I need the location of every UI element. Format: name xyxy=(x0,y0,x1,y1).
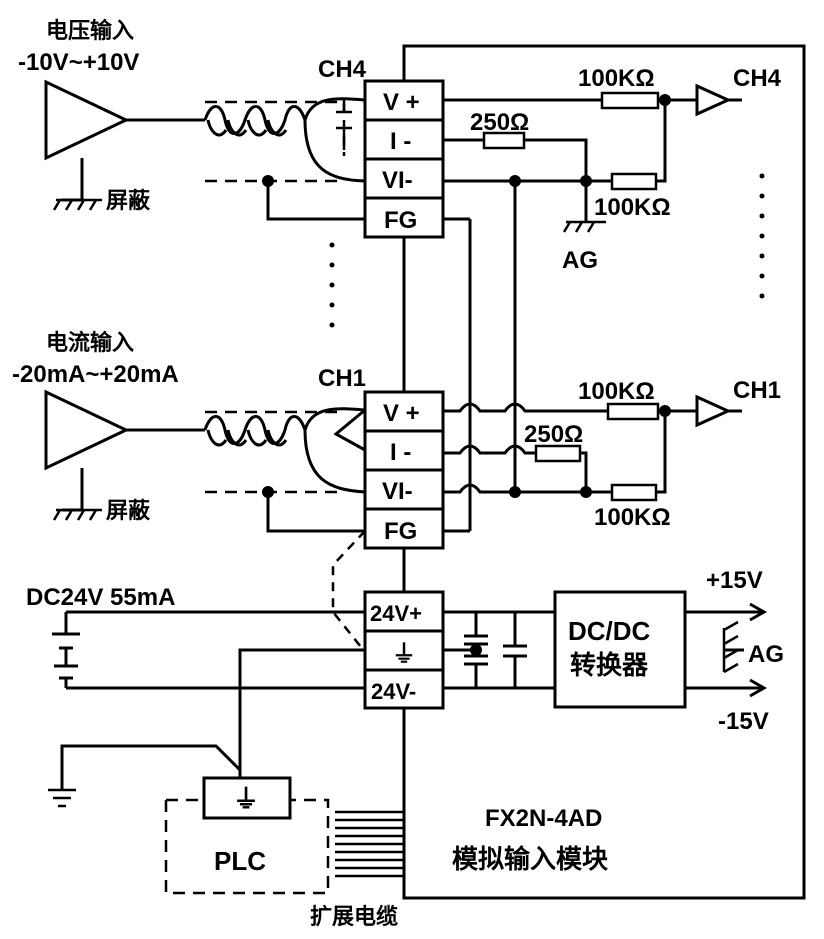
ch4-r-ground xyxy=(610,172,658,191)
ch4-terminal-vplus: V + xyxy=(383,89,420,116)
ch1-label: CH1 xyxy=(318,365,366,392)
voltage-input-title: 电压输入 xyxy=(46,18,134,43)
dc-supply-label: DC24V 55mA xyxy=(26,584,175,611)
ch1-twisted-pair xyxy=(203,407,366,494)
shield-label-ch1: 屏蔽 xyxy=(106,498,151,523)
ch4-terminal-viminus: VI- xyxy=(382,167,413,194)
ch1-r-series xyxy=(606,402,660,421)
ch1-terminal-fg: FG xyxy=(384,518,417,545)
ch4-out-label: CH4 xyxy=(733,65,782,92)
module-outline xyxy=(402,44,806,900)
ch1-r-series-label: 100KΩ xyxy=(578,378,655,405)
ch1-terminal-block: V + I - VI- FG xyxy=(363,390,445,550)
ch4-r-series-label: 100KΩ xyxy=(578,65,655,92)
extension-cable xyxy=(335,810,404,878)
dcdc-converter: DC/DC 转换器 xyxy=(553,590,687,709)
current-input-title: 电流输入 xyxy=(46,330,134,355)
ch1-r-shunt xyxy=(534,444,582,463)
power-outputs: +15V -15V AG xyxy=(685,567,784,735)
dcdc-label-line2: 转换器 xyxy=(570,650,649,680)
dc-supply-battery xyxy=(52,612,80,688)
ch1-source: 屏蔽 xyxy=(44,389,205,523)
ext-cable-label: 扩展电缆 xyxy=(310,904,398,929)
plc-block: ⏚ PLC xyxy=(164,776,330,895)
ch1-circuit: 100KΩ CH1 250Ω 100KΩ xyxy=(443,377,781,531)
ch4-r-ground-label: 100KΩ xyxy=(594,194,671,221)
module-desc: 模拟输入模块 xyxy=(452,844,608,874)
ch4-twisted-pair xyxy=(203,97,366,183)
ch4-terminal-block: V + I - VI- FG xyxy=(363,79,445,239)
dcdc-label-line1: DC/DC xyxy=(568,616,651,646)
ch1-r-shunt-label: 250Ω xyxy=(524,421,583,448)
shield-label-ch4: 屏蔽 xyxy=(106,188,151,213)
ch4-circuit: 100KΩ CH4 250Ω 100KΩ AG xyxy=(443,65,782,274)
power-terminal-24vplus: 24V+ xyxy=(370,601,422,626)
plc-label: PLC xyxy=(214,846,266,876)
ag-label-power: AG xyxy=(748,641,784,668)
ellipsis-right xyxy=(759,173,765,299)
ch4-terminal-iminus: I - xyxy=(390,128,411,155)
power-terminal-block: 24V+ ⏚ 24V- xyxy=(363,590,445,710)
ch4-r-shunt-label: 250Ω xyxy=(470,109,529,136)
ellipsis-left xyxy=(329,242,335,328)
ch1-terminal-vplus: V + xyxy=(383,400,420,427)
ch4-source: 屏蔽 xyxy=(44,79,205,213)
plc-ground-symbol: ⏚ xyxy=(233,784,259,814)
ch1-terminal-iminus: I - xyxy=(390,439,411,466)
ch1-terminal-viminus: VI- xyxy=(382,478,413,505)
plus15-label: +15V xyxy=(706,567,763,594)
ch1-r-ground xyxy=(610,483,658,502)
ch4-ag-label: AG xyxy=(562,247,598,274)
power-terminal-ground: ⏚ xyxy=(392,641,416,668)
ch4-label: CH4 xyxy=(318,56,367,83)
module-name: FX2N-4AD xyxy=(485,805,602,832)
ch4-r-series xyxy=(600,91,660,110)
power-filter-caps xyxy=(443,610,555,690)
ch1-out-label: CH1 xyxy=(733,377,781,404)
ch4-terminal-fg: FG xyxy=(384,207,417,234)
ch1-r-ground-label: 100KΩ xyxy=(594,504,671,531)
power-terminal-24vminus: 24V- xyxy=(371,679,416,704)
minus15-label: -15V xyxy=(718,708,769,735)
current-input-range: -20mA~+20mA xyxy=(12,361,179,388)
plc-ground-terminal xyxy=(202,776,292,820)
voltage-input-range: -10V~+10V xyxy=(18,49,139,76)
